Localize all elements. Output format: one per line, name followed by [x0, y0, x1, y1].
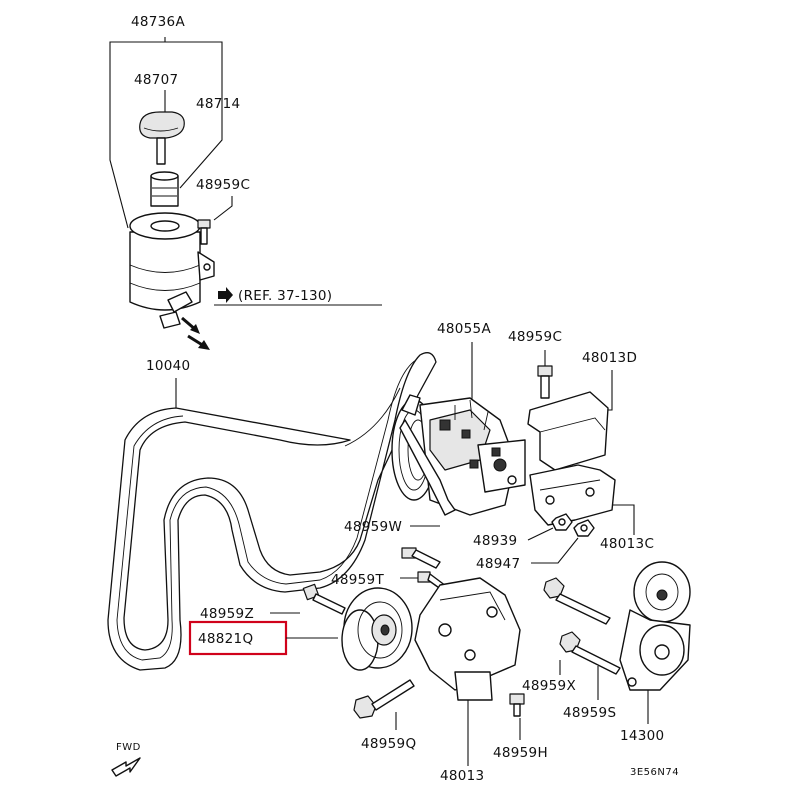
bolt-48959H-icon: [509, 693, 525, 717]
label-48707[interactable]: 48707: [134, 72, 178, 88]
label-48959Z[interactable]: 48959Z: [200, 606, 254, 622]
label-48959S[interactable]: 48959S: [563, 705, 616, 721]
label-48959T[interactable]: 48959T: [331, 572, 384, 588]
main-bracket-icon: [414, 577, 521, 701]
leader-48736A: [109, 41, 223, 130]
label-48013C[interactable]: 48013C: [600, 536, 654, 552]
ref-note[interactable]: (REF. 37-130): [238, 288, 332, 304]
reservoir-cap-icon: [139, 111, 185, 165]
label-48959C-mid[interactable]: 48959C: [508, 329, 562, 345]
leader-48947: [531, 537, 579, 564]
label-48055A[interactable]: 48055A: [437, 321, 491, 337]
label-10040[interactable]: 10040: [146, 358, 190, 374]
fwd-arrow-icon: [111, 757, 141, 777]
label-48959C-top[interactable]: 48959C: [196, 177, 250, 193]
bracket-48013D-icon: [527, 391, 609, 471]
reservoir-tank-icon: [129, 171, 215, 329]
leader-48939: [527, 527, 554, 541]
ref-arrow-icon: [218, 287, 233, 303]
label-48959Q[interactable]: 48959Q: [361, 736, 416, 752]
fwd-label: FWD: [116, 742, 141, 753]
hose-arrowhead-2: [198, 340, 210, 350]
bolt-48959X-icon: [543, 577, 611, 625]
bolt-48959C-icon: [197, 219, 211, 245]
hose-arrowhead-1: [190, 324, 200, 334]
bolt-48959C-mid-icon: [537, 365, 553, 399]
label-48013D[interactable]: 48013D: [582, 350, 637, 366]
leader-48013C: [612, 504, 635, 535]
idler-group: 48959T 48959Z 48821Q: [188, 561, 691, 784]
bolt-48959W-icon: [401, 547, 441, 569]
leader-48714: [179, 130, 223, 189]
drive-belt: 10040: [107, 352, 437, 671]
nut-48947-icon: [573, 519, 595, 537]
label-48013[interactable]: 48013: [440, 768, 484, 784]
leader-48736A-left: [109, 52, 129, 229]
leader-48959C-top: [213, 196, 233, 221]
pump-group: 48055A 48959C 48013D: [344, 321, 654, 572]
bolt-48959Z-icon: [302, 583, 346, 615]
tensioner-icon: [619, 561, 691, 691]
label-48959X[interactable]: 48959X: [522, 678, 576, 694]
label-14300[interactable]: 14300: [620, 728, 664, 744]
nut-48939-icon: [551, 513, 573, 531]
label-48959W[interactable]: 48959W: [344, 519, 402, 535]
label-48939[interactable]: 48939: [473, 533, 517, 549]
power-steering-pump-icon: [391, 394, 526, 516]
label-48821Q[interactable]: 48821Q: [198, 631, 253, 647]
bracket-48013C-icon: [529, 464, 616, 526]
bolt-48959S-icon: [559, 631, 621, 675]
label-48947[interactable]: 48947: [476, 556, 520, 572]
label-48714[interactable]: 48714: [196, 96, 240, 112]
label-48736A[interactable]: 48736A: [131, 14, 185, 30]
idler-pulley-icon: [341, 587, 413, 671]
label-48959H[interactable]: 48959H: [493, 745, 548, 761]
diagram-code: 3E56N74: [630, 767, 679, 778]
reservoir-group: 48736A 48707 48714: [109, 14, 382, 350]
bolt-48959Q-icon: [353, 679, 415, 719]
